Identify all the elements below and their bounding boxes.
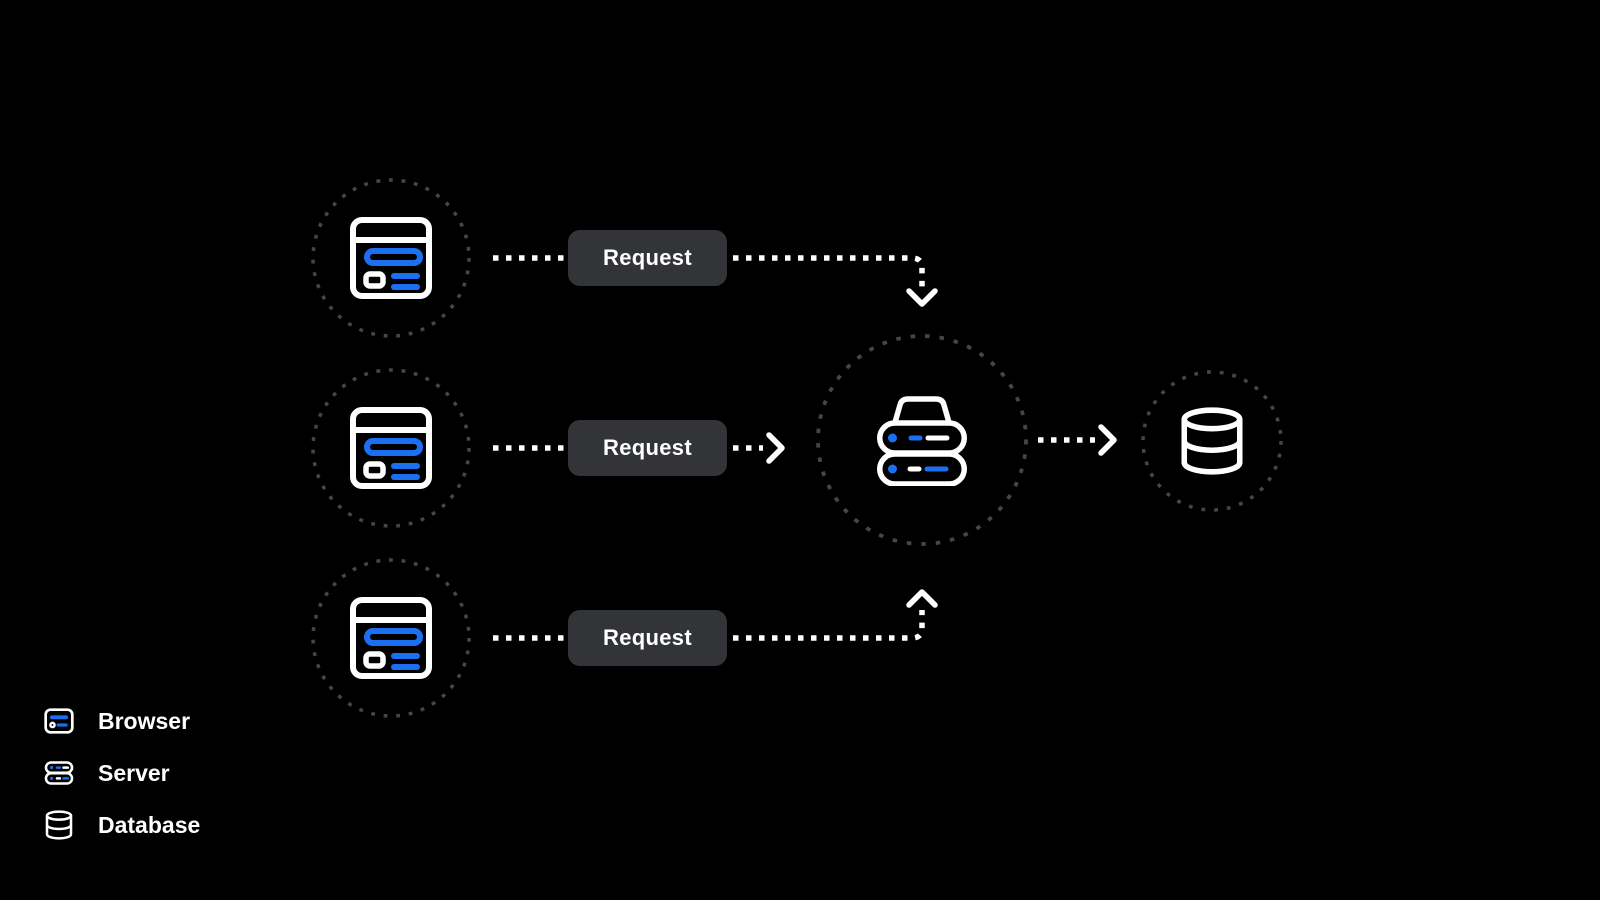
database-node: [1141, 370, 1283, 512]
browser-node-2: [310, 367, 472, 529]
arrowhead-right-icon: [766, 432, 785, 464]
legend-label: Server: [98, 759, 170, 786]
browser-icon: [350, 597, 432, 679]
dashed-ring: [1141, 370, 1283, 512]
browser-icon: [350, 407, 432, 489]
browser-node-1: [310, 177, 472, 339]
request-label-1: Request: [568, 230, 727, 286]
request-label-2: Request: [568, 420, 727, 476]
dotted-line-label3-to-server: [733, 610, 925, 641]
arrowhead-right-icon: [1098, 424, 1117, 456]
arrowhead-down-icon: [906, 288, 938, 307]
server-node: [814, 332, 1030, 548]
legend-item-database: Database: [42, 808, 200, 842]
request-label-3: Request: [568, 610, 727, 666]
arrowhead-up-icon: [906, 589, 938, 608]
dashed-ring: [311, 368, 471, 528]
dashed-ring: [311, 558, 471, 718]
legend-label: Browser: [98, 707, 191, 734]
browser-icon: [42, 704, 76, 738]
dashed-ring: [816, 334, 1028, 546]
database-icon: [1181, 407, 1243, 475]
dashed-ring: [311, 178, 471, 338]
database-icon: [42, 808, 76, 842]
dotted-line-label1-to-server: [733, 255, 925, 287]
legend: Browser Server: [42, 704, 200, 842]
browser-icon: [350, 217, 432, 299]
legend-item-server: Server: [42, 756, 200, 790]
legend-label: Database: [98, 811, 201, 838]
server-icon: [877, 396, 967, 486]
server-icon: [42, 756, 76, 790]
browser-node-3: [310, 557, 472, 719]
legend-item-browser: Browser: [42, 704, 200, 738]
